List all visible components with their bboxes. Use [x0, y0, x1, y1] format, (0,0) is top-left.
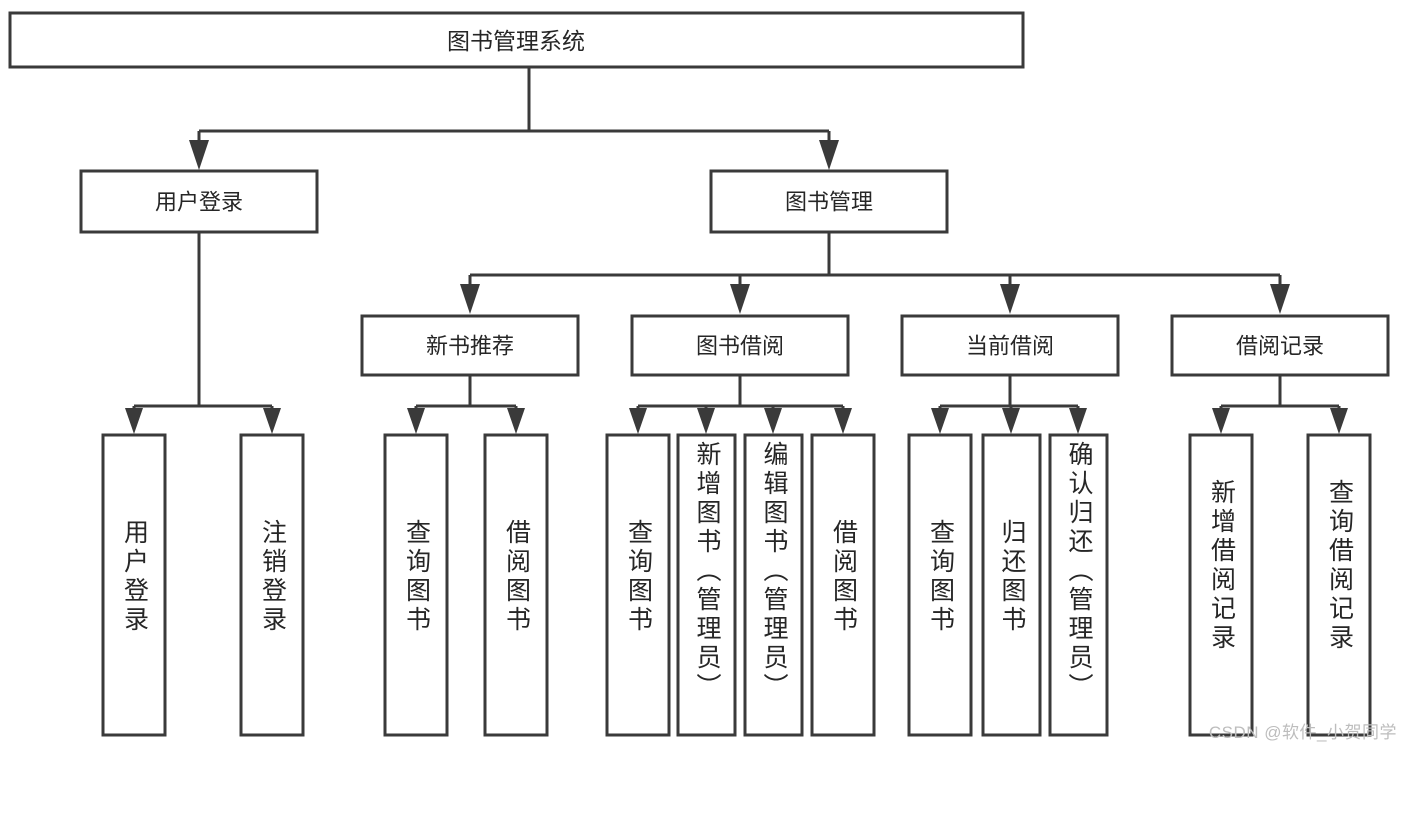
arrow-head-icon	[507, 408, 525, 434]
connector-group-new-book-recommend	[407, 375, 525, 434]
arrow-head-icon	[834, 408, 852, 434]
leaf-box-return-book[interactable]	[981, 433, 1042, 737]
leaf-box-query-book-current[interactable]	[907, 433, 973, 737]
arrow-head-icon	[1069, 408, 1087, 434]
leaf-box-confirm-return-admin[interactable]	[1048, 433, 1109, 737]
node-borrow-records-box[interactable]	[1170, 314, 1390, 377]
node-borrow-records-label: 借阅记录	[1236, 334, 1324, 359]
leaf-box-borrow-book-recommend[interactable]	[483, 433, 549, 737]
arrow-head-icon	[407, 408, 425, 434]
leaf-box-logout[interactable]	[239, 433, 305, 737]
leaf-box-query-borrow-record[interactable]	[1306, 433, 1372, 737]
node-user-login[interactable]: 用户登录	[79, 169, 319, 234]
node-book-management-box[interactable]	[709, 169, 949, 234]
node-book-borrow-box[interactable]	[630, 314, 850, 377]
node-root-box[interactable]	[8, 11, 1025, 69]
connector-group-borrow-records	[1212, 375, 1348, 434]
leaf-box-add-borrow-record[interactable]	[1188, 433, 1254, 737]
connector-group-current-borrow	[931, 375, 1087, 434]
arrow-head-icon	[189, 140, 209, 170]
arrow-head-icon	[1212, 408, 1230, 434]
arrow-head-icon	[931, 408, 949, 434]
arrow-head-icon	[819, 140, 839, 170]
arrow-head-icon	[629, 408, 647, 434]
leaf-box-borrow-book[interactable]	[810, 433, 876, 737]
node-user-login-label: 用户登录	[155, 190, 243, 215]
node-user-login-box[interactable]	[79, 169, 319, 234]
arrow-head-icon	[263, 408, 281, 434]
node-borrow-records[interactable]: 借阅记录	[1170, 314, 1390, 377]
connector-group-book-management	[460, 232, 1290, 314]
arrow-head-icon	[764, 408, 782, 434]
node-new-book-recommend[interactable]: 新书推荐	[360, 314, 580, 377]
connector-group-user-login	[125, 232, 281, 434]
node-current-borrow[interactable]: 当前借阅	[900, 314, 1120, 377]
arrow-head-icon	[460, 284, 480, 314]
node-root[interactable]: 图书管理系统	[8, 11, 1025, 69]
arrow-head-icon	[1330, 408, 1348, 434]
leaf-box-user-login[interactable]	[101, 433, 167, 737]
node-current-borrow-box[interactable]	[900, 314, 1120, 377]
tree-diagram-svg: 图书管理系统 用户登录 图书管理 新书推荐 图书借阅 当前借阅 借阅记录	[8, 11, 1390, 737]
diagram-canvas: 图书管理系统 用户登录 图书管理 新书推荐 图书借阅 当前借阅 借阅记录	[8, 11, 1397, 742]
arrow-head-icon	[1000, 284, 1020, 314]
node-book-management-label: 图书管理	[785, 190, 873, 215]
connector-group-root	[189, 67, 839, 170]
leaf-box-query-book-borrow[interactable]	[605, 433, 671, 737]
node-book-management[interactable]: 图书管理	[709, 169, 949, 234]
node-book-borrow[interactable]: 图书借阅	[630, 314, 850, 377]
leaf-box-edit-book-admin[interactable]	[743, 433, 804, 737]
csdn-watermark: CSDN @软件_小贺同学	[1208, 723, 1397, 742]
node-root-label: 图书管理系统	[447, 28, 585, 54]
arrow-head-icon	[125, 408, 143, 434]
arrow-head-icon	[730, 284, 750, 314]
node-book-borrow-label: 图书借阅	[696, 334, 784, 359]
leaf-box-add-book-admin[interactable]	[676, 433, 737, 737]
leaf-box-query-book-recommend[interactable]	[383, 433, 449, 737]
node-new-book-recommend-label: 新书推荐	[426, 334, 514, 359]
arrow-head-icon	[1002, 408, 1020, 434]
node-current-borrow-label: 当前借阅	[966, 334, 1054, 359]
connector-group-book-borrow	[629, 375, 852, 434]
node-new-book-recommend-box[interactable]	[360, 314, 580, 377]
arrow-head-icon	[697, 408, 715, 434]
arrow-head-icon	[1270, 284, 1290, 314]
